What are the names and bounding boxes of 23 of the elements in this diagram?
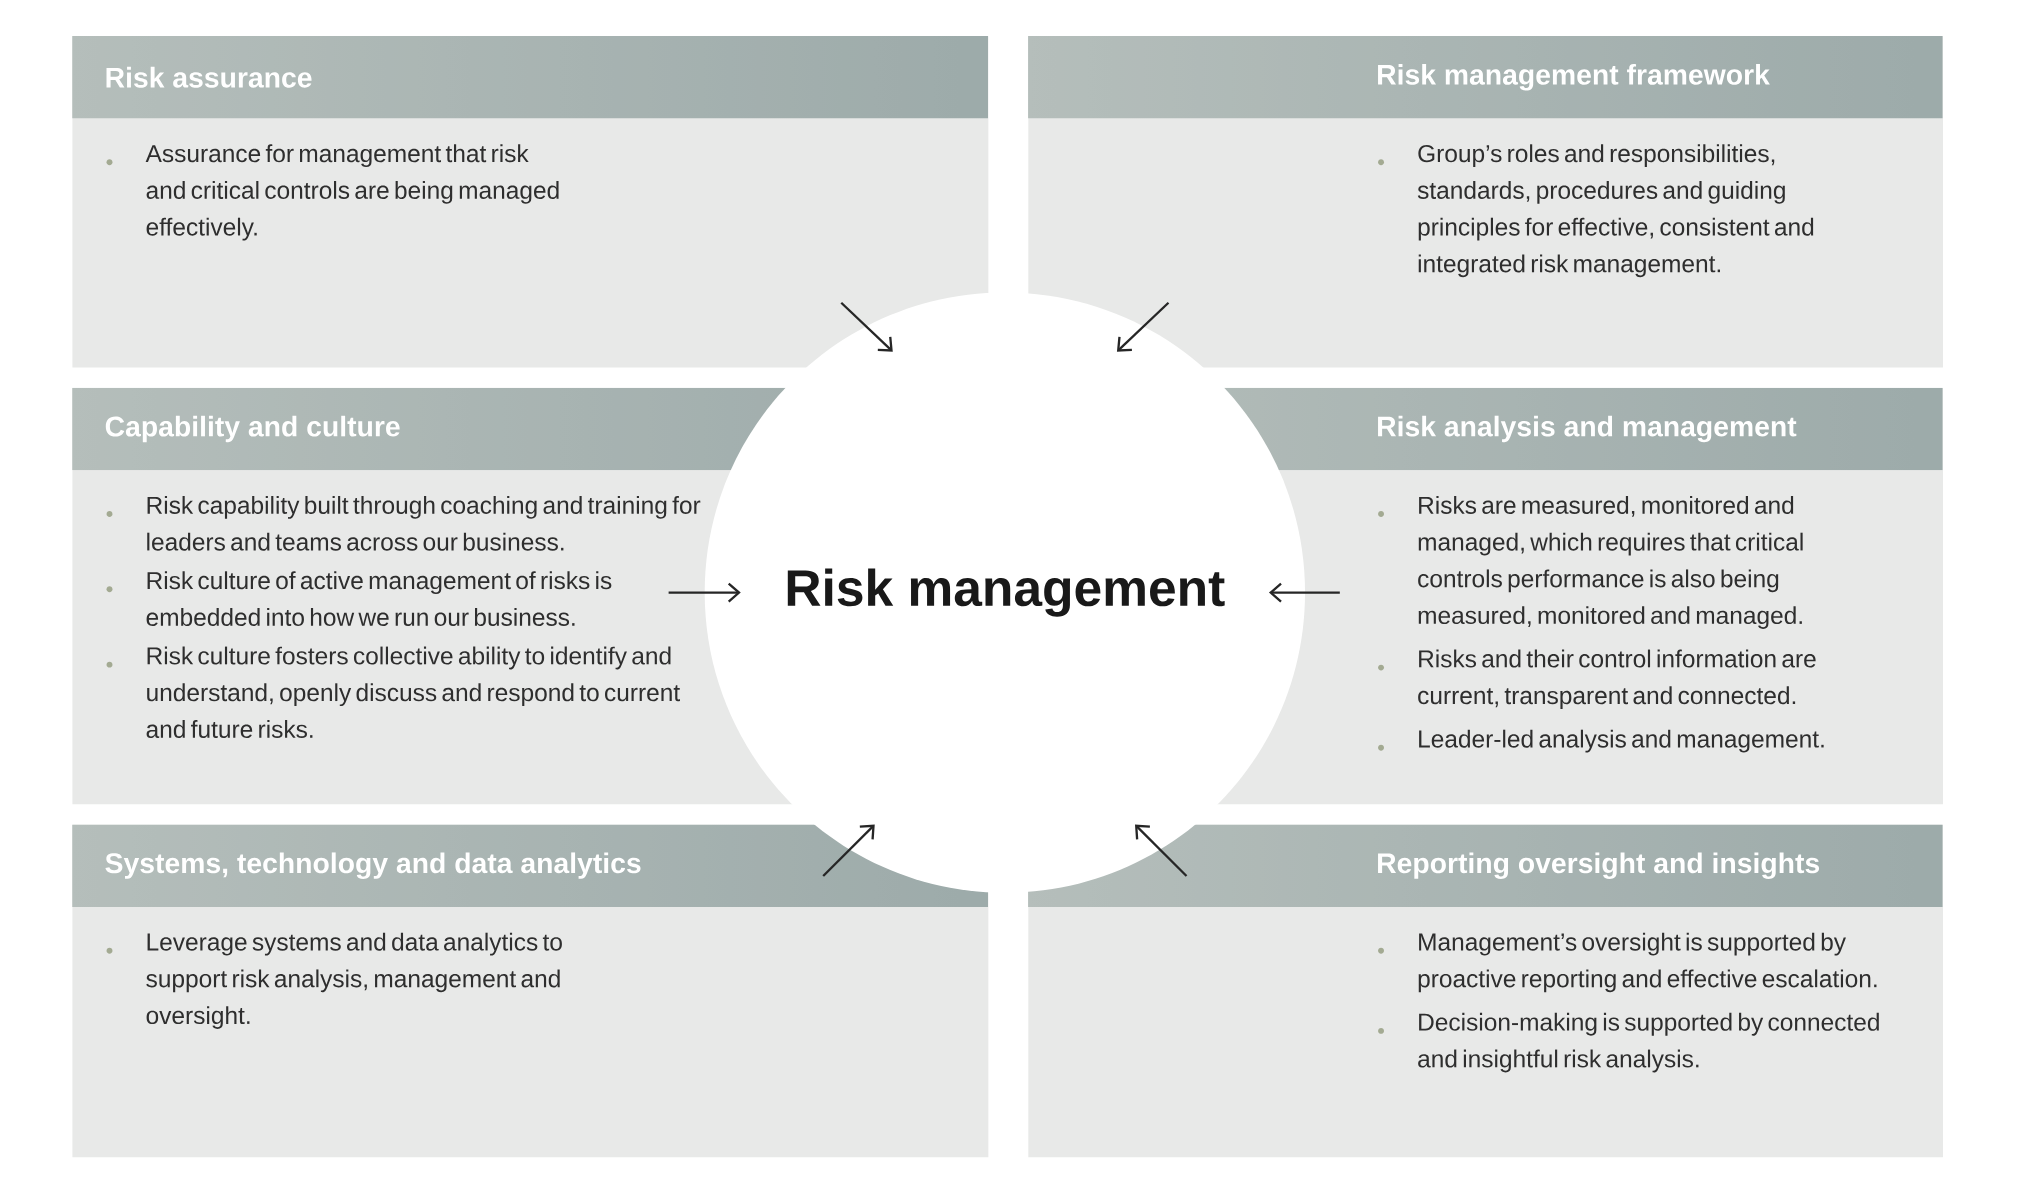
panel-header: Reporting oversight and insights <box>1378 852 1820 880</box>
bullet-text: Group’s roles and responsibilities, standards, procedures and guiding principles for effective, consistent and integrated risk management. <box>1417 144 1814 278</box>
panel-header: Risk assurance <box>106 67 312 88</box>
arrow <box>822 824 875 878</box>
bullet-text: Decision-making is supported by connected and insightful risk analysis. <box>1418 1013 1879 1073</box>
arrow <box>1116 302 1170 352</box>
bullet-text: Risk culture of active management of risks is embedded into how we run our business. <box>146 571 612 627</box>
arrow <box>840 302 893 352</box>
bullet-text: Assurance for management that risk and critical controls are being managed effectively. <box>145 144 559 241</box>
bullet-text: Risk capability built through coaching and training for leaders and teams across our business. <box>147 496 701 551</box>
bullet-text: Leader-led analysis and management. <box>1419 729 1824 753</box>
panel-header: Systems, technology and data analytics <box>105 852 641 880</box>
bullet-text: Management’s oversight is supported by proactive reporting and effective escalation. <box>1418 932 1877 993</box>
panel-header: Risk management framework <box>1378 64 1770 91</box>
bullet-text: Risk culture fosters collective ability to identify and understand, openly discuss and respond to current and future risks. <box>146 646 680 739</box>
panel-header: Capability and culture <box>105 415 400 443</box>
arrow <box>1268 582 1340 603</box>
bullet-text: Risks are measured, monitored and managed, which requires that critical controls performance is also being measured, monitored and managed. <box>1418 496 1803 630</box>
bullet-text: Leverage systems and data analytics to support risk analysis, management and oversight. <box>146 932 562 1030</box>
panel-header: Risk analysis and management <box>1378 415 1797 443</box>
arrow <box>1134 824 1188 878</box>
arrow <box>668 582 741 603</box>
bullet-text: Risks and their control information are current, transparent and connected. <box>1418 649 1816 710</box>
